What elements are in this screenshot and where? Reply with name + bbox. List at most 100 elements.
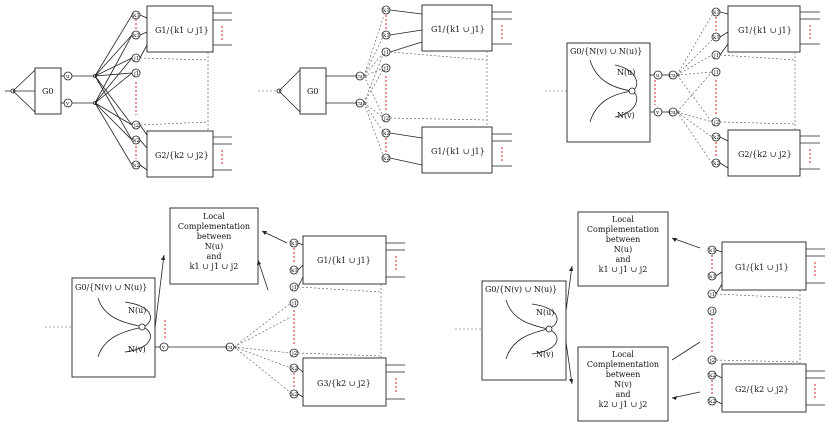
svg-text:Local: Local [203,212,225,221]
svg-text:N(u): N(u) [617,68,635,77]
svg-text:j1: j1 [383,66,389,72]
g2-box-5 [721,363,807,413]
svg-text:v: v [655,110,660,116]
svg-text:N(v): N(v) [614,380,632,389]
g0-box [34,67,62,115]
svg-text:j1: j1 [133,71,139,77]
svg-text:k2: k2 [133,163,140,169]
svg-text:N(v): N(v) [617,111,635,120]
svg-text:N(u): N(u) [205,242,223,251]
svg-text:j1: j1 [709,292,715,298]
lc-box-2 [577,211,669,287]
panel-5: Local Complementation between N(u) and k… [455,211,825,422]
svg-text:v: v [65,101,70,107]
svg-text:k1 ∪ j1 ∪ j2: k1 ∪ j1 ∪ j2 [599,265,648,274]
svg-text:and: and [206,252,221,261]
svg-text:G1/{k1 ∪ j1}: G1/{k1 ∪ j1} [431,147,485,156]
g1-box-2 [421,4,493,52]
svg-text:Complementation: Complementation [587,225,659,234]
svg-text:k1: k1 [133,13,140,19]
g1-box-4 [302,235,387,285]
panel-3: G0/{N(v) ∪ N(u)} N(u) N(v) u v cu v cu v… [545,5,820,177]
svg-text:N(v): N(v) [128,345,146,354]
svg-text:j2: j2 [713,120,719,126]
svg-text:k1: k1 [133,33,140,39]
svg-text:k2: k2 [383,156,390,162]
svg-text:j2: j2 [709,358,715,364]
svg-text:k2: k2 [713,135,720,141]
svg-text:cu v: cu v [669,110,681,116]
svg-text:G0/{N(v) ∪ N(u)}: G0/{N(v) ∪ N(u)} [570,47,642,56]
panel-1: G0 u v k1 k1 j1 j1 j2 k2 [5,5,232,178]
g0-box-2 [299,67,327,115]
g1-box-3 [727,5,801,53]
svg-text:G1/{k1 ∪ j1}: G1/{k1 ∪ j1} [735,263,789,272]
g0-label: G0 [42,87,53,96]
node-j1b [131,68,141,78]
svg-text:k2: k2 [383,131,390,137]
svg-text:k1: k1 [383,8,390,14]
svg-text:N(u): N(u) [536,308,554,317]
svg-text:Complementation: Complementation [178,222,250,231]
svg-text:cu v: cu v [356,101,368,107]
svg-text:u: u [656,73,660,79]
lc-box-1 [169,207,259,285]
svg-text:k2: k2 [713,161,720,167]
g0-minus-box-5 [481,280,567,381]
g1-box-2b [421,126,493,174]
svg-text:k1: k1 [383,33,390,39]
svg-text:G0/{N(v) ∪ N(u)}: G0/{N(v) ∪ N(u)} [485,285,557,294]
g1-label: G1/{k1 ∪ j1} [155,26,209,35]
svg-text:N(u): N(u) [128,306,146,315]
svg-text:u: u [66,74,70,80]
svg-text:j2: j2 [383,116,389,122]
svg-text:k1: k1 [709,248,716,254]
svg-text:G2/{k2 ∪ j2}: G2/{k2 ∪ j2} [738,150,792,159]
svg-text:G0: G0 [307,87,318,96]
svg-text:j1: j1 [713,53,719,59]
svg-text:j1: j1 [709,309,715,315]
svg-text:k2: k2 [291,366,298,372]
svg-text:j1: j1 [291,285,297,291]
svg-text:and: and [615,255,630,264]
svg-text:k2: k2 [709,373,716,379]
g2-box [146,130,214,178]
svg-text:k2: k2 [133,138,140,144]
svg-text:j1: j1 [713,70,719,76]
lc-box-3 [577,346,669,422]
svg-text:k1: k1 [291,268,298,274]
panel-2: G0 cu v cu v k1 k1 j1 j1 j2 k2 k2 G1/{k1… [258,4,512,174]
svg-text:between: between [197,232,232,241]
svg-text:j2: j2 [133,123,139,129]
panel-4: Local Complementation between N(u) and k… [45,207,405,407]
svg-text:j1: j1 [383,50,389,56]
svg-text:G2/{k2 ∪ j2}: G2/{k2 ∪ j2} [735,385,789,394]
svg-text:k2 ∪ j1 ∪ j2: k2 ∪ j1 ∪ j2 [599,400,648,409]
g3-box-4 [302,357,387,407]
svg-text:j1: j1 [291,301,297,307]
svg-text:Complementation: Complementation [587,360,659,369]
svg-text:Local: Local [612,215,634,224]
g2-label: G2/{k2 ∪ j2} [155,151,209,160]
svg-text:and: and [615,390,630,399]
svg-text:k1: k1 [713,35,720,41]
svg-text:G0/{N(v) ∪ N(u)}: G0/{N(v) ∪ N(u)} [75,283,147,292]
svg-text:k1: k1 [291,241,298,247]
g2-box-3 [727,129,801,177]
svg-text:between: between [606,370,641,379]
svg-text:k2: k2 [709,399,716,405]
g1-box-5 [721,241,807,291]
svg-text:N(u): N(u) [614,245,632,254]
svg-text:k1 ∪ j1 ∪ j2: k1 ∪ j1 ∪ j2 [190,262,239,271]
svg-text:N(v): N(v) [536,350,554,359]
svg-text:j1: j1 [133,56,139,62]
svg-text:G1/{k1 ∪ j1}: G1/{k1 ∪ j1} [738,26,792,35]
svg-text:k1: k1 [709,274,716,280]
svg-text:G3/{k2 ∪ j2}: G3/{k2 ∪ j2} [317,379,371,388]
svg-text:cu v: cu v [669,73,681,79]
svg-text:cu v: cu v [356,74,368,80]
svg-text:k2: k2 [291,392,298,398]
svg-text:cu v: cu v [226,345,238,351]
svg-text:G1/{k1 ∪ j1}: G1/{k1 ∪ j1} [317,256,371,265]
